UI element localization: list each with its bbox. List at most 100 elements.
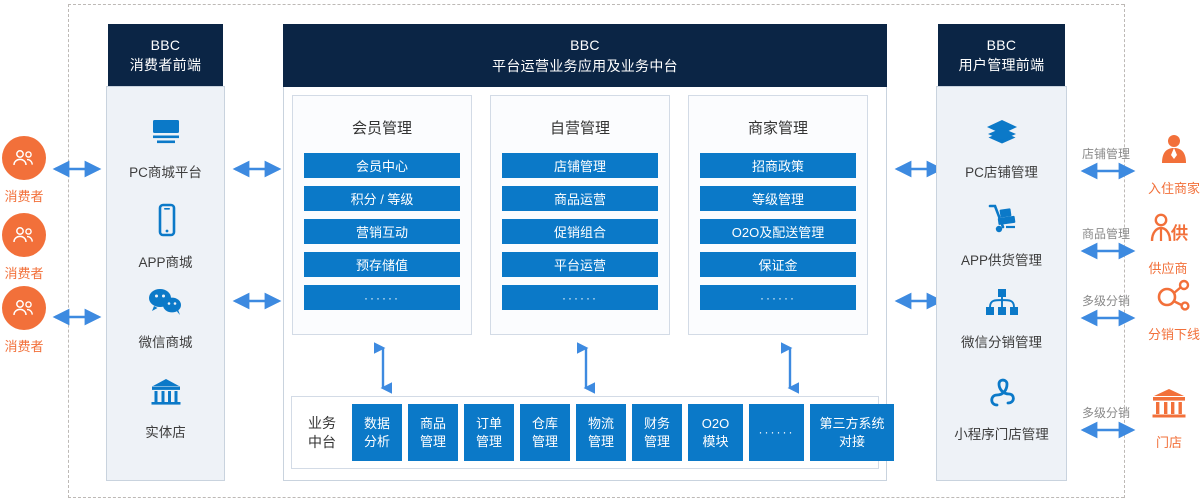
arrow-left-to-center-2	[232, 292, 282, 310]
tile-line2: 管理	[419, 433, 446, 449]
left-column-panel: PC商城平台 APP商城	[106, 86, 225, 481]
module-item[interactable]: 积分 / 等级	[304, 186, 460, 211]
layers-icon	[983, 117, 1021, 152]
bmp-tile-finance-mgmt[interactable]: 财务 管理	[632, 404, 682, 461]
module-item-more[interactable]: ······	[700, 285, 856, 310]
business-middle-platform-label: 业务 中台	[292, 414, 352, 452]
users-circle-icon	[2, 213, 46, 257]
arrow-member-to-platform	[374, 341, 392, 395]
module-card-member: 会员管理 会员中心 积分 / 等级 营销互动 预存储值 ······	[292, 95, 472, 335]
bmp-tile-product-mgmt[interactable]: 商品 管理	[408, 404, 458, 461]
actor-label: 分销下线	[1148, 327, 1200, 342]
handcart-icon	[982, 203, 1022, 240]
right-header-line2: 用户管理前端	[958, 57, 1045, 73]
right-item-miniprogram-store-mgmt[interactable]: 小程序门店管理	[937, 375, 1066, 443]
storefront-icon	[147, 375, 185, 412]
module-item[interactable]: 保证金	[700, 252, 856, 277]
left-item-label: PC商城平台	[129, 165, 202, 180]
actor-consumer-2: 消费者	[2, 213, 46, 282]
left-item-wechat-mall[interactable]: 微信商城	[107, 287, 224, 351]
knot-icon	[985, 375, 1019, 414]
module-item[interactable]: O2O及配送管理	[700, 219, 856, 244]
left-item-label: 微信商城	[138, 335, 193, 350]
right-column-header: BBC 用户管理前端	[938, 24, 1065, 86]
module-card-merchant: 商家管理 招商政策 等级管理 O2O及配送管理 保证金 ······	[688, 95, 868, 335]
tile-line1: 仓库	[531, 415, 558, 431]
actor-store: 门店	[1148, 385, 1190, 451]
module-item[interactable]: 促销组合	[502, 219, 658, 244]
right-item-label: APP供货管理	[960, 253, 1042, 268]
relation-label-multilevel-1: 多级分销	[1082, 294, 1131, 308]
tile-line2: 分析	[363, 433, 390, 449]
tile-line1: O2O	[701, 415, 730, 431]
left-column-header: BBC 消费者前端	[108, 24, 223, 86]
bmp-tile-logistics-mgmt[interactable]: 物流 管理	[576, 404, 626, 461]
right-item-app-supply-mgmt[interactable]: APP供货管理	[937, 203, 1066, 269]
module-item[interactable]: 会员中心	[304, 153, 460, 178]
bmp-tile-order-mgmt[interactable]: 订单 管理	[464, 404, 514, 461]
arrow-relation-4	[1080, 421, 1136, 439]
right-item-pc-store-mgmt[interactable]: PC店铺管理	[937, 117, 1066, 181]
sitemap-icon	[983, 287, 1021, 322]
module-item-more[interactable]: ······	[502, 285, 658, 310]
arrow-merchant-to-platform	[781, 341, 799, 395]
right-item-label: PC店铺管理	[965, 165, 1038, 180]
actor-label: 入住商家	[1148, 181, 1200, 196]
bmp-tile-warehouse-mgmt[interactable]: 仓库 管理	[520, 404, 570, 461]
wechat-icon	[146, 287, 186, 322]
users-circle-icon	[2, 286, 46, 330]
left-item-app-mall[interactable]: APP商城	[107, 203, 224, 271]
share-nodes-icon	[1154, 279, 1194, 318]
module-item[interactable]: 平台运营	[502, 252, 658, 277]
relation-label-store-mgmt: 店铺管理	[1082, 147, 1131, 161]
supplier-icon: 供	[1148, 213, 1188, 252]
tile-line2: 管理	[475, 433, 502, 449]
merchant-person-icon	[1156, 133, 1192, 172]
right-item-wechat-distribution-mgmt[interactable]: 微信分销管理	[937, 287, 1066, 351]
svg-text:供: 供	[1170, 223, 1188, 243]
tile-line1: ······	[758, 425, 795, 440]
arrow-left-to-center-1	[232, 160, 282, 178]
module-item[interactable]: 商品运营	[502, 186, 658, 211]
left-header-line1: BBC	[150, 36, 181, 53]
tile-line2: 管理	[587, 433, 614, 449]
left-item-pc-mall[interactable]: PC商城平台	[107, 117, 224, 181]
arrow-relation-3	[1080, 309, 1136, 327]
bmp-label-line2: 中台	[308, 433, 336, 450]
users-circle-icon	[2, 136, 46, 180]
bmp-tile-more[interactable]: ······	[749, 404, 804, 461]
arrow-selfop-to-platform	[577, 341, 595, 395]
module-item[interactable]: 招商政策	[700, 153, 856, 178]
actor-label: 消费者	[4, 266, 44, 281]
left-item-physical-store[interactable]: 实体店	[107, 375, 224, 441]
module-title: 会员管理	[351, 120, 412, 137]
phone-icon	[152, 203, 180, 242]
center-header-line2: 平台运营业务应用及业务中台	[492, 57, 678, 74]
diagram-boundary	[68, 4, 1124, 498]
bmp-tile-data-analysis[interactable]: 数据 分析	[352, 404, 402, 461]
monitor-icon	[148, 117, 184, 152]
tile-line1: 数据	[363, 415, 390, 431]
bmp-label-line1: 业务	[308, 414, 336, 431]
arrow-center-to-right-1	[894, 160, 944, 178]
actor-label: 消费者	[4, 339, 44, 354]
module-item-more[interactable]: ······	[304, 285, 460, 310]
bmp-tile-third-party-integration[interactable]: 第三方系统 对接	[810, 404, 894, 461]
module-item[interactable]: 店铺管理	[502, 153, 658, 178]
arrow-relation-2	[1080, 242, 1136, 260]
module-item[interactable]: 等级管理	[700, 186, 856, 211]
bmp-tile-list: 数据 分析 商品 管理 订单 管理 仓库 管理 物流 管理 财务 管理	[352, 404, 894, 461]
actor-merchant: 入住商家	[1148, 133, 1200, 197]
bmp-tile-o2o-module[interactable]: O2O 模块	[688, 404, 743, 461]
actor-distributor: 分销下线	[1148, 279, 1200, 343]
center-header: BBC 平台运营业务应用及业务中台	[283, 24, 887, 87]
arrow-relation-1	[1080, 162, 1136, 180]
actor-label: 门店	[1155, 435, 1182, 450]
module-item[interactable]: 营销互动	[304, 219, 460, 244]
relation-label-multilevel-2: 多级分销	[1082, 406, 1131, 420]
tile-line1: 第三方系统	[819, 415, 885, 431]
actor-consumer-1: 消费者	[2, 136, 46, 205]
module-item[interactable]: 预存储值	[304, 252, 460, 277]
right-header-line1: BBC	[986, 36, 1017, 53]
